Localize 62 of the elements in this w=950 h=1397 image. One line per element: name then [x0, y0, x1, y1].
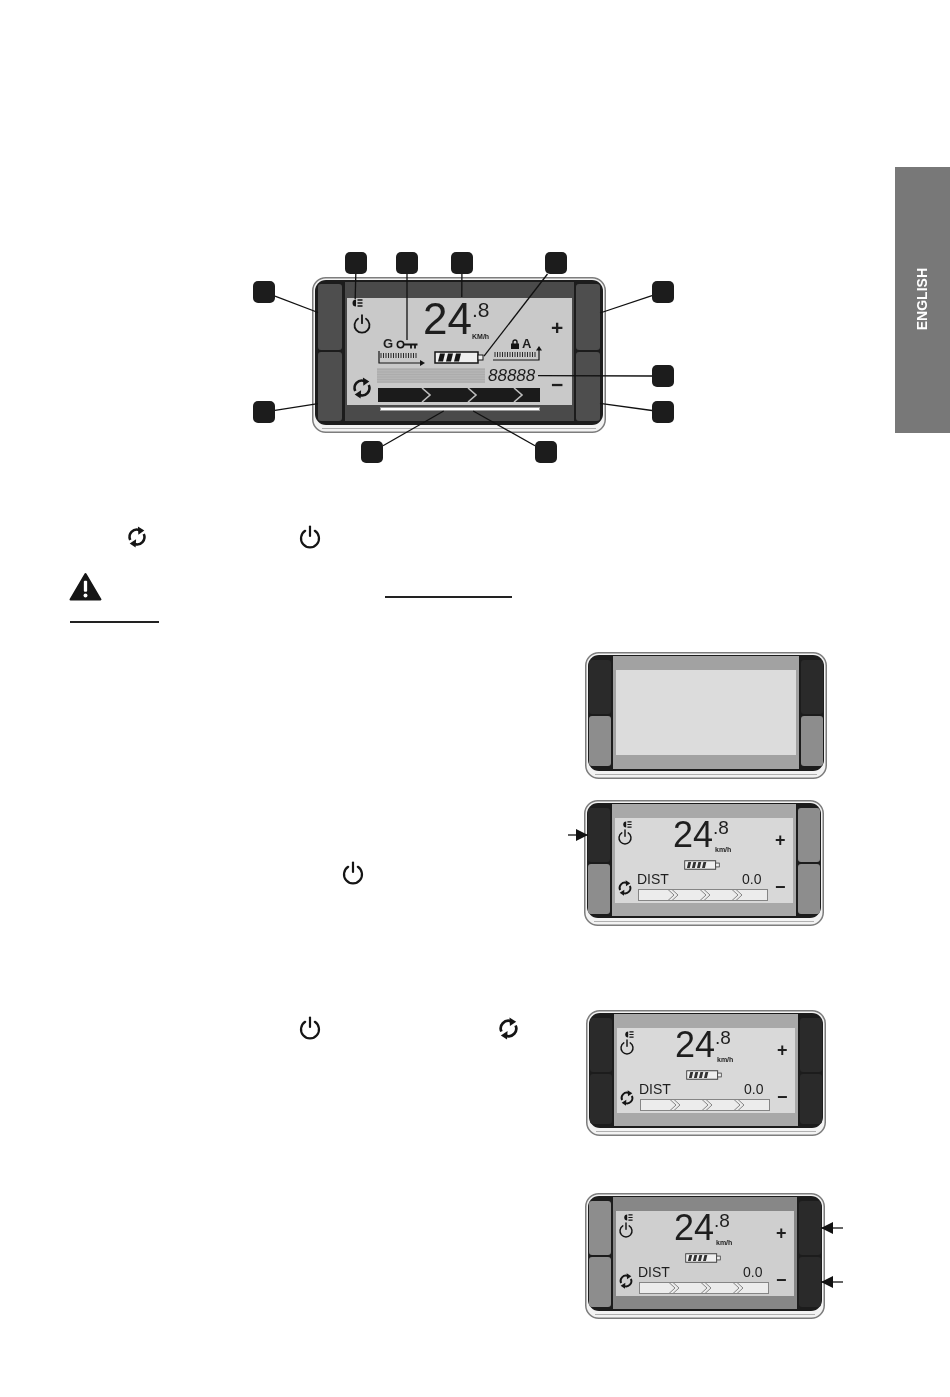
minus-sign: −: [775, 878, 786, 896]
pointer-arrow: [820, 1222, 844, 1234]
callout-marker: [253, 281, 275, 303]
side-button: [318, 284, 342, 350]
distance-label: DIST: [637, 872, 669, 886]
plus-sign: +: [776, 1224, 787, 1242]
minus-sign: −: [551, 374, 564, 395]
speed-digits: 24: [674, 1210, 715, 1246]
plus-sign: +: [777, 1041, 788, 1059]
key-icon: [396, 340, 418, 349]
side-button: [318, 352, 342, 421]
side-button: [799, 1201, 821, 1255]
callout-marker: [451, 252, 473, 274]
battery-icon: [434, 351, 484, 364]
callout-marker: [396, 252, 418, 274]
callout-marker: [652, 365, 674, 387]
side-button: [588, 808, 610, 862]
distance-value: 0.0: [744, 1082, 764, 1096]
distance-label: DIST: [639, 1082, 671, 1096]
distance-label: DIST: [638, 1265, 670, 1279]
callout-marker: [652, 281, 674, 303]
callout-marker: [361, 441, 383, 463]
decimal-digit: .8: [714, 1211, 730, 1230]
side-button: [799, 1257, 821, 1307]
indicator-strip: [380, 407, 540, 411]
speed-digits: 24: [673, 817, 714, 853]
leader-line: [406, 273, 408, 341]
decimal-digit: .8: [715, 1028, 731, 1047]
tab-label: ENGLISH: [915, 268, 929, 331]
decimal-digit: .8: [472, 299, 490, 320]
callout-marker: [535, 441, 557, 463]
mode-letter: G: [383, 337, 394, 350]
side-button: [576, 284, 600, 350]
leader-line: [483, 273, 549, 357]
distance-value: 0.0: [742, 872, 762, 886]
leader-line: [274, 402, 319, 411]
speed-digits: 24: [675, 1027, 716, 1063]
mode-letter: A: [522, 337, 532, 350]
plus-sign: +: [775, 831, 786, 849]
distance-value: 0.0: [743, 1265, 763, 1279]
side-button: [576, 352, 600, 421]
pointer-arrow: [567, 829, 589, 841]
leader-line: [461, 273, 463, 298]
leader-line: [354, 273, 357, 300]
callout-marker: [253, 401, 275, 423]
callout-marker: [652, 401, 674, 423]
odometer-digits: 88888: [488, 367, 536, 384]
speed-digits: 24: [423, 297, 472, 341]
leader-line: [472, 410, 536, 447]
callout-marker: [345, 252, 367, 274]
leader-line: [599, 295, 653, 314]
plus-sign: +: [551, 317, 564, 338]
decimal-digit: .8: [713, 818, 729, 837]
leader-line: [274, 295, 319, 314]
leader-line: [382, 410, 445, 447]
callout-marker: [545, 252, 567, 274]
headlight-icon: [351, 299, 363, 307]
leader-line: [599, 402, 653, 412]
minus-sign: −: [777, 1088, 788, 1106]
pointer-arrow: [820, 1276, 844, 1288]
leader-line: [537, 374, 653, 377]
minus-sign: −: [776, 1271, 787, 1289]
